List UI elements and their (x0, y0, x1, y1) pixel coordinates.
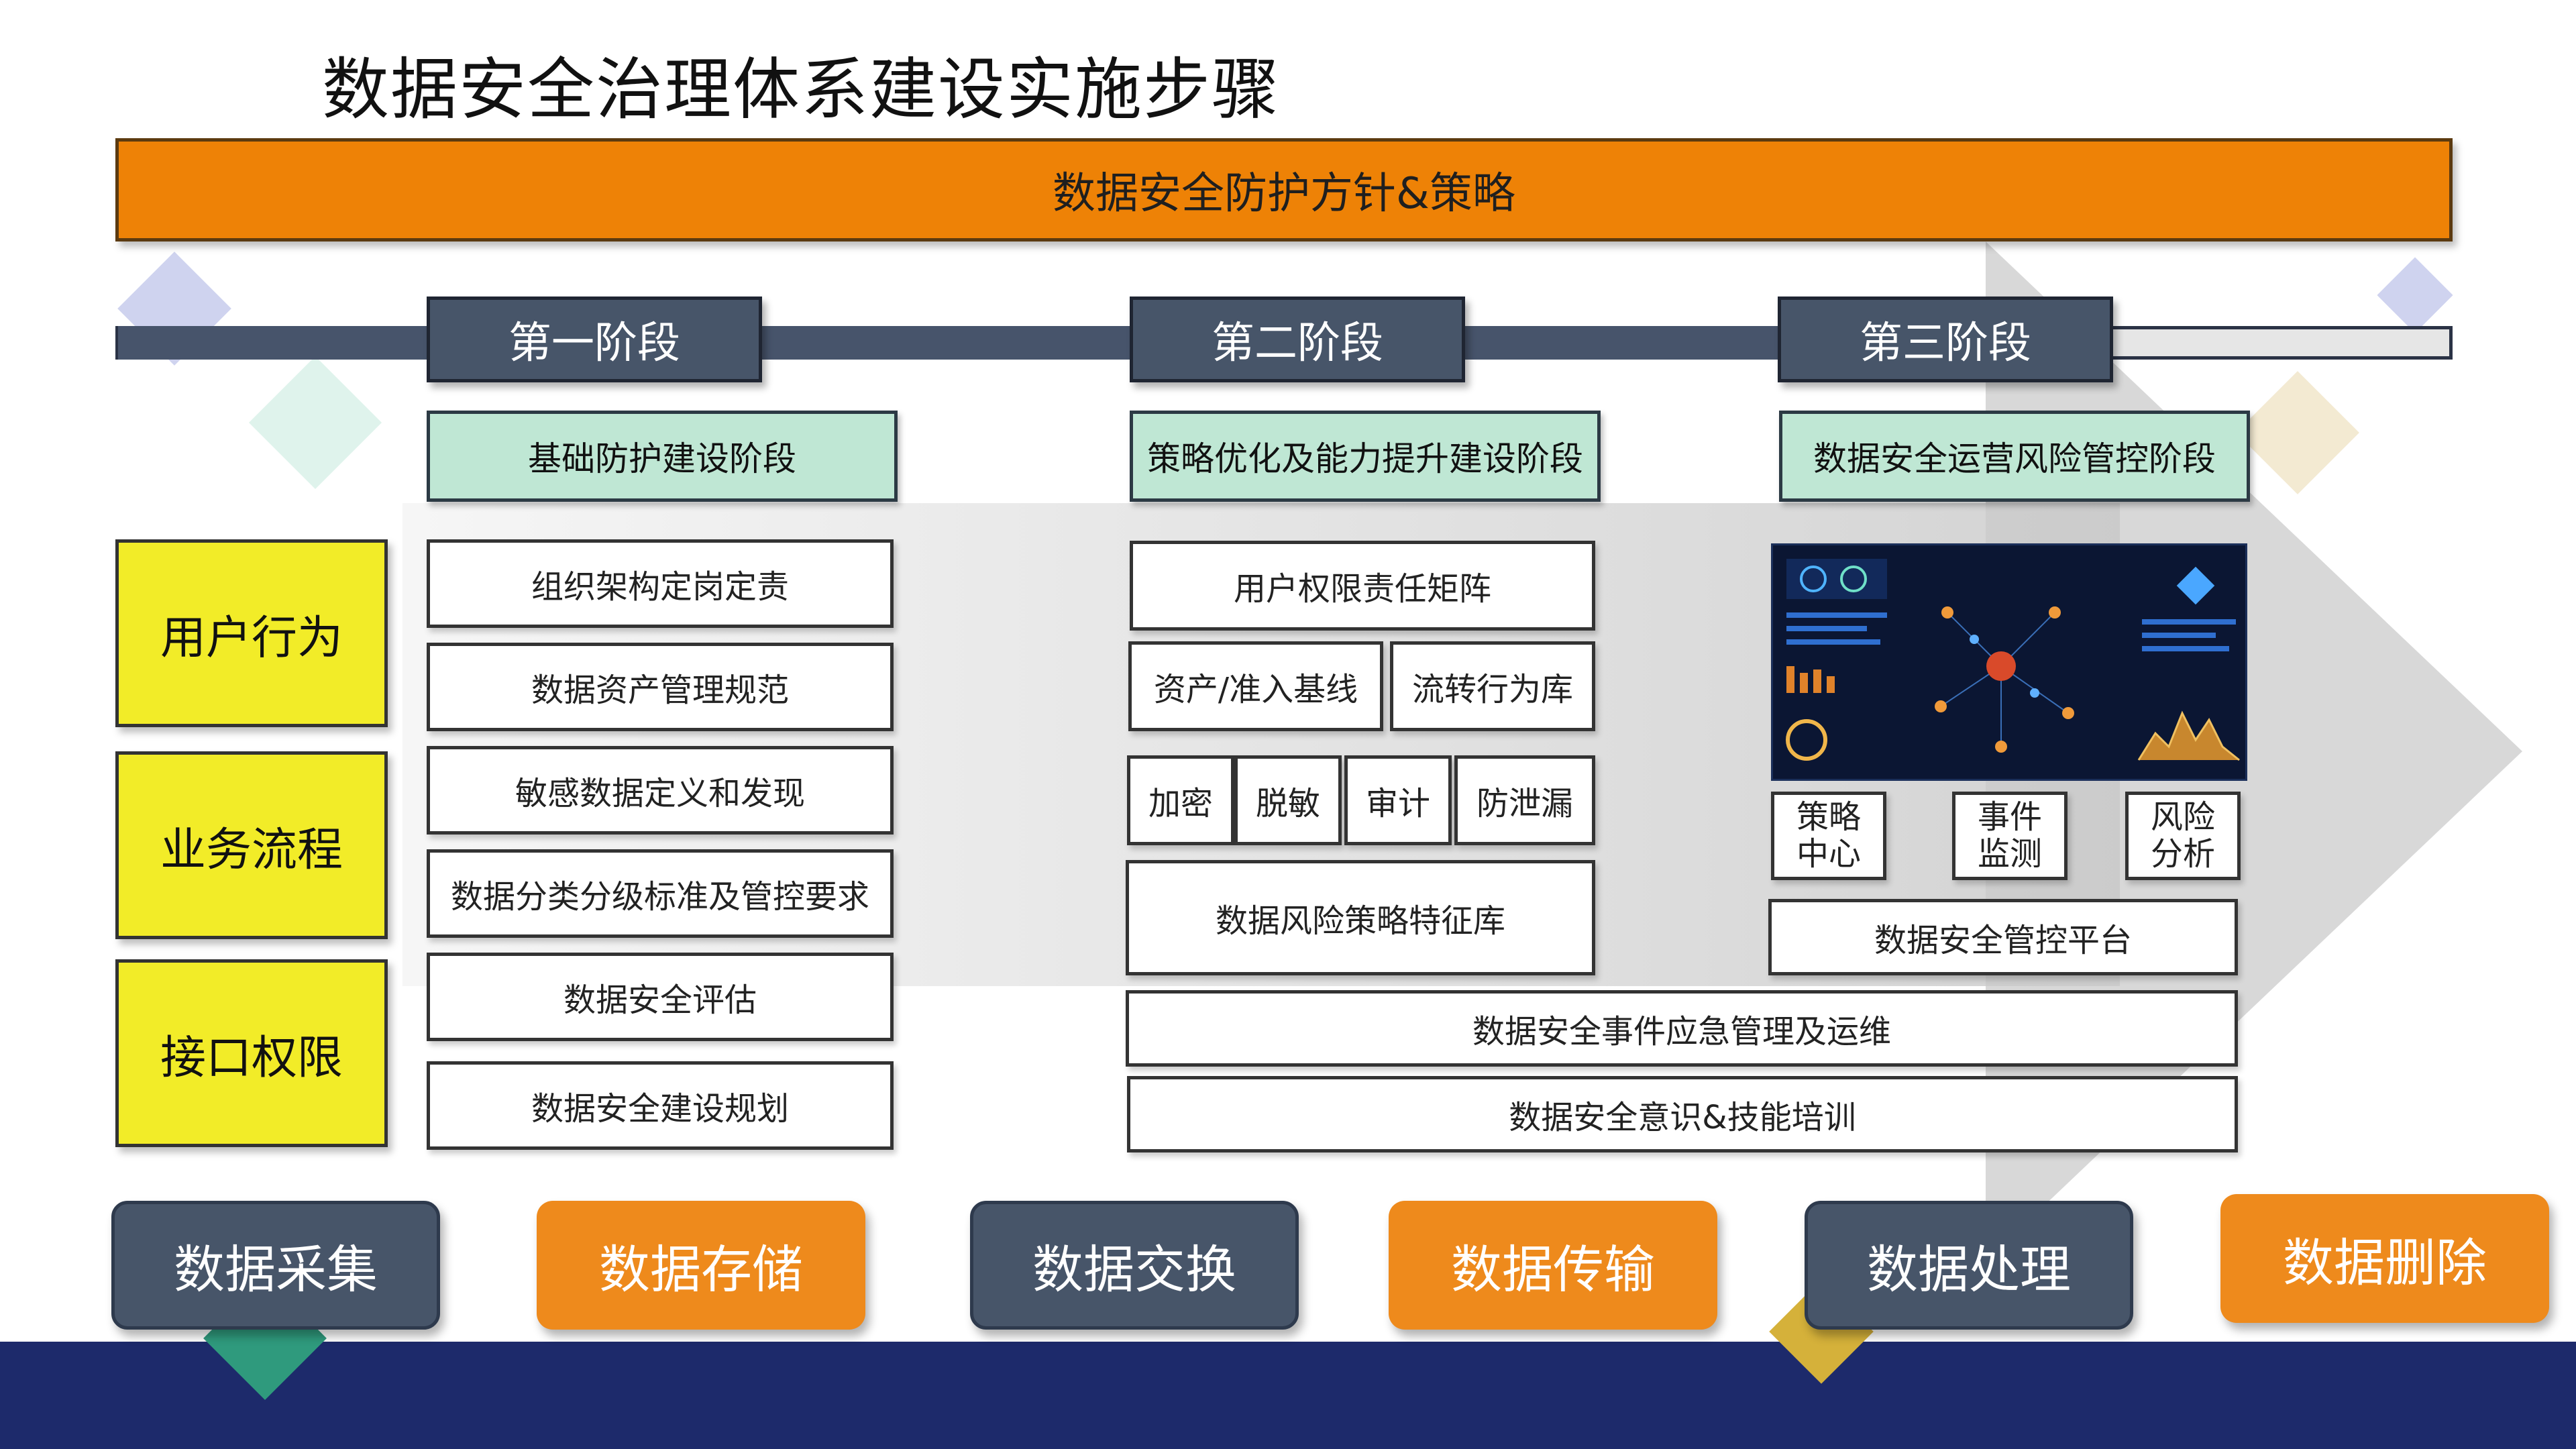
label-user-behavior: 用户行为 (115, 539, 388, 727)
event-monitoring-line1: 事件 (1977, 798, 2042, 836)
stage1-item: 数据分类分级标准及管控要求 (427, 849, 894, 938)
dashboard-graphic (1773, 545, 2245, 779)
stage2-audit: 审计 (1344, 755, 1452, 845)
stage-1-header: 第一阶段 (427, 297, 762, 382)
phase-3-label: 数据安全运营风险管控阶段 (1779, 411, 2250, 502)
decor-diamond (249, 356, 382, 489)
lifecycle-deletion: 数据删除 (2220, 1194, 2549, 1323)
risk-analysis-line1: 风险 (2150, 798, 2215, 836)
page-title: 数据安全治理体系建设实施步骤 (322, 50, 1280, 129)
stage3-policy-center: 策略 中心 (1771, 792, 1886, 880)
timeline-rail-segment (758, 326, 1134, 360)
dashboard-screenshot-thumbnail (1771, 543, 2247, 781)
footer-band (0, 1342, 2576, 1449)
policy-center-line1: 策略 (1796, 798, 1861, 836)
stage2-permission-matrix: 用户权限责任矩阵 (1130, 541, 1595, 631)
policy-banner: 数据安全防护方针&策略 (115, 138, 2453, 241)
stage2-dlp: 防泄漏 (1454, 755, 1595, 845)
event-monitoring-line2: 监测 (1977, 835, 2042, 873)
lifecycle-transmission: 数据传输 (1389, 1201, 1717, 1330)
lifecycle-storage: 数据存储 (537, 1201, 865, 1330)
stage2-encrypt: 加密 (1127, 755, 1234, 845)
label-interface-permission: 接口权限 (115, 959, 388, 1147)
stage1-item: 敏感数据定义和发现 (427, 746, 894, 835)
phase-2-label: 策略优化及能力提升建设阶段 (1130, 411, 1601, 502)
stage1-item: 数据资产管理规范 (427, 643, 894, 731)
timeline-rail-segment (1462, 326, 1778, 360)
lifecycle-collect: 数据采集 (111, 1201, 440, 1330)
risk-analysis-line2: 分析 (2150, 835, 2215, 873)
security-awareness-training: 数据安全意识&技能培训 (1127, 1076, 2238, 1152)
stage1-item: 组织架构定岗定责 (427, 539, 894, 628)
stage2-flow-behavior-library: 流转行为库 (1390, 641, 1595, 731)
lifecycle-exchange: 数据交换 (970, 1201, 1299, 1330)
incident-response-ops: 数据安全事件应急管理及运维 (1126, 990, 2238, 1067)
stage1-item: 数据安全建设规划 (427, 1061, 894, 1150)
stage3-security-platform: 数据安全管控平台 (1768, 899, 2238, 975)
stage2-risk-feature-library: 数据风险策略特征库 (1126, 860, 1595, 975)
stage2-masking: 脱敏 (1234, 755, 1342, 845)
policy-center-line2: 中心 (1796, 835, 1861, 873)
stage3-event-monitoring: 事件 监测 (1952, 792, 2068, 880)
phase-1-label: 基础防护建设阶段 (427, 411, 898, 502)
stage1-item: 数据安全评估 (427, 953, 894, 1041)
stage3-risk-analysis: 风险 分析 (2125, 792, 2241, 880)
timeline-rail-segment (118, 326, 427, 360)
stage-3-header: 第三阶段 (1778, 297, 2113, 382)
lifecycle-processing: 数据处理 (1805, 1201, 2133, 1330)
label-business-process: 业务流程 (115, 751, 388, 939)
stage-2-header: 第二阶段 (1130, 297, 1465, 382)
stage2-asset-baseline: 资产/准入基线 (1128, 641, 1383, 731)
